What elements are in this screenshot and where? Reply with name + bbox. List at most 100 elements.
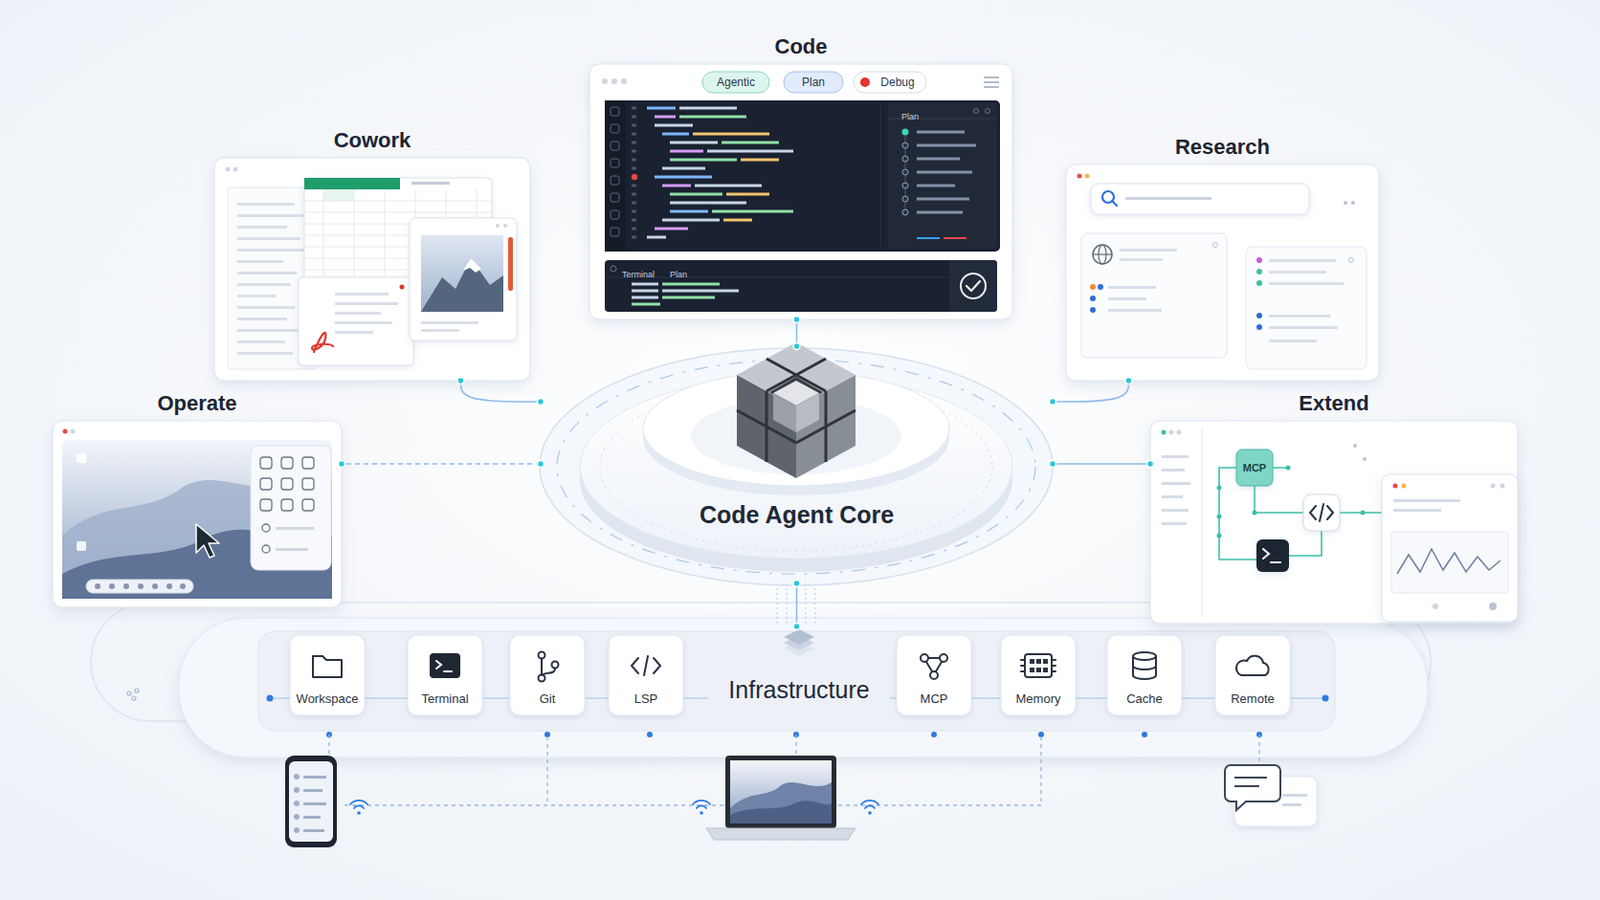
phone-part bbox=[288, 761, 334, 843]
app-window: Cowork bbox=[214, 157, 531, 381]
code-window-part-part bbox=[631, 167, 637, 171]
cowork-window-part-part bbox=[237, 352, 293, 356]
illustration-part-part bbox=[356, 811, 361, 816]
cowork-window-part bbox=[508, 237, 513, 291]
code-window-part-part bbox=[631, 184, 637, 188]
operate-window-part-part bbox=[281, 457, 293, 469]
infrastructure-tray-part-part bbox=[510, 635, 585, 716]
chat-device-part bbox=[1224, 765, 1281, 811]
code-window-part bbox=[694, 184, 762, 188]
connector-end-dot bbox=[793, 316, 800, 324]
infrastructure-tray-part-part bbox=[132, 696, 136, 701]
extend-window-part-part bbox=[1360, 511, 1366, 516]
infrastructure-tray-part-part bbox=[134, 688, 139, 693]
code-window-part bbox=[631, 289, 659, 293]
code-window-part bbox=[654, 176, 712, 179]
app-window: ExtendMCP bbox=[1150, 421, 1518, 624]
core-platform-part bbox=[579, 375, 1013, 559]
infrastructure-tray-part-part bbox=[1036, 659, 1042, 665]
operate-window-part bbox=[52, 421, 342, 608]
operate-window-part bbox=[62, 440, 333, 600]
infrastructure-tray-part-part bbox=[1141, 732, 1148, 738]
code-window-part-part bbox=[601, 78, 608, 85]
infra-tile: Remote bbox=[1215, 635, 1290, 716]
operate-window-part bbox=[260, 457, 314, 554]
extend-window-part bbox=[1169, 430, 1175, 436]
core-platform-part bbox=[539, 348, 1053, 586]
device-links-part bbox=[795, 734, 797, 756]
infrastructure-tray-part-part bbox=[1024, 654, 1052, 678]
cowork-window-part-part bbox=[237, 214, 305, 218]
infrastructure-tray-part bbox=[326, 732, 1263, 738]
code-window-part bbox=[983, 77, 1000, 88]
phone-part-part bbox=[303, 776, 327, 779]
extend-window-part-part bbox=[1286, 466, 1291, 471]
operate-window bbox=[52, 421, 342, 608]
mode-tab: Debug bbox=[853, 71, 927, 93]
code-window-part-part bbox=[631, 236, 637, 240]
core-cube bbox=[736, 342, 856, 479]
phone-part bbox=[293, 774, 327, 834]
code-window-part bbox=[654, 227, 689, 231]
infra-tile: Workspace bbox=[289, 635, 365, 716]
connector-end-dot bbox=[457, 377, 465, 385]
research-window-part bbox=[1119, 258, 1163, 262]
laptop-part bbox=[730, 800, 832, 824]
label-holder: Plan bbox=[901, 106, 919, 124]
research-window bbox=[1066, 164, 1379, 381]
code-window-part bbox=[604, 277, 948, 279]
code-window-part bbox=[902, 129, 910, 136]
tile-label: Git bbox=[539, 691, 556, 708]
code-window-part-part bbox=[902, 155, 909, 162]
code-window-part-part bbox=[916, 211, 963, 215]
core-platform-part bbox=[556, 359, 1036, 575]
panel-header-label: Plan bbox=[669, 269, 688, 280]
code-window-part bbox=[916, 131, 977, 215]
extend-window-part-part bbox=[1161, 482, 1191, 486]
code-window-part bbox=[601, 78, 627, 85]
app-window: Research bbox=[1066, 164, 1379, 381]
code-window-part bbox=[669, 158, 737, 162]
label-holder: Terminal bbox=[622, 264, 655, 282]
cowork-window-part-part bbox=[237, 306, 295, 310]
code-window-part bbox=[702, 71, 770, 93]
extend-window-part bbox=[1256, 539, 1289, 573]
code-window-part bbox=[723, 219, 753, 223]
infrastructure-tray-part bbox=[178, 618, 1428, 758]
phone-part-part bbox=[293, 814, 300, 821]
code-window-part bbox=[662, 283, 720, 287]
code-window-part bbox=[669, 141, 718, 145]
extend-window-part bbox=[1161, 455, 1191, 526]
code-window-part bbox=[721, 141, 779, 145]
operate-window-part bbox=[70, 429, 76, 435]
infrastructure-tray-part-part bbox=[1029, 659, 1035, 665]
extend-window-part bbox=[1488, 602, 1497, 611]
infrastructure-tray-part-part bbox=[312, 656, 342, 678]
panel-header-label: Plan bbox=[901, 111, 919, 122]
code-window-part bbox=[646, 236, 667, 240]
code-window-part bbox=[662, 133, 689, 136]
cowork-window-part bbox=[421, 258, 504, 312]
phone bbox=[285, 755, 337, 848]
cowork-window bbox=[214, 157, 531, 381]
phone-part-part bbox=[293, 800, 300, 807]
code-window-part bbox=[631, 107, 637, 240]
cowork-window-part-part bbox=[233, 167, 239, 173]
research-window-part bbox=[1256, 280, 1263, 287]
cowork-window-part bbox=[237, 202, 305, 356]
hub-connector bbox=[341, 463, 541, 466]
extend-window-part bbox=[1310, 504, 1334, 522]
infrastructure-tray-part bbox=[1029, 659, 1048, 673]
infrastructure-tray-part-part bbox=[538, 675, 546, 683]
research-window-part bbox=[1256, 312, 1263, 319]
window-title: Cowork bbox=[214, 128, 531, 154]
research-window-part bbox=[1092, 253, 1112, 255]
tile-label: Terminal bbox=[421, 691, 468, 708]
extend-window-part bbox=[1150, 421, 1518, 624]
cowork-window-part bbox=[400, 285, 405, 290]
operate-window-part bbox=[275, 527, 314, 531]
code-window-part-part bbox=[631, 150, 637, 154]
